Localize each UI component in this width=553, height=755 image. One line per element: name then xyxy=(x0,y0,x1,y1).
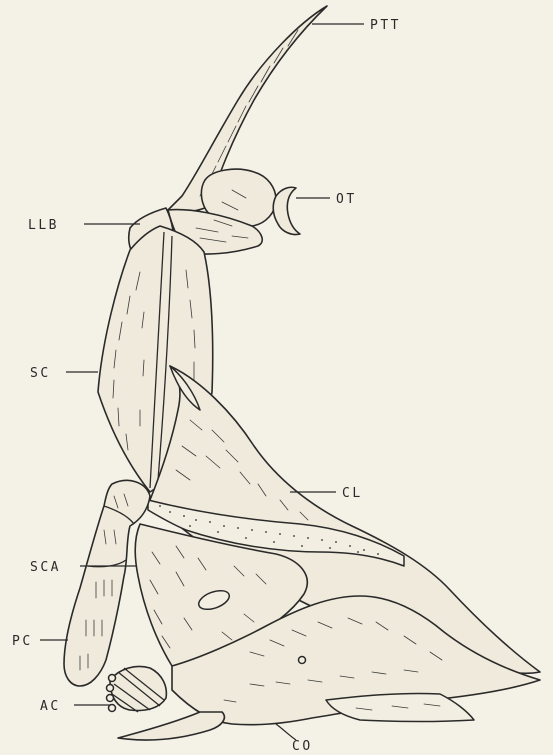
label-sc: SC xyxy=(30,366,51,381)
coracoid-ventral-process xyxy=(118,712,224,740)
label-ptt: PTT xyxy=(370,18,401,33)
coracoid-foramen xyxy=(299,657,306,664)
label-ac: AC xyxy=(40,699,61,714)
label-cl: CL xyxy=(342,486,363,501)
label-llb: LLB xyxy=(28,218,59,233)
label-sca: SCA xyxy=(30,560,61,575)
ot-process xyxy=(273,187,300,234)
postcleithrum xyxy=(64,480,150,686)
co-leader xyxy=(276,724,296,740)
label-co: CO xyxy=(292,739,313,754)
label-pc: PC xyxy=(12,634,33,649)
label-ot: OT xyxy=(336,192,357,207)
